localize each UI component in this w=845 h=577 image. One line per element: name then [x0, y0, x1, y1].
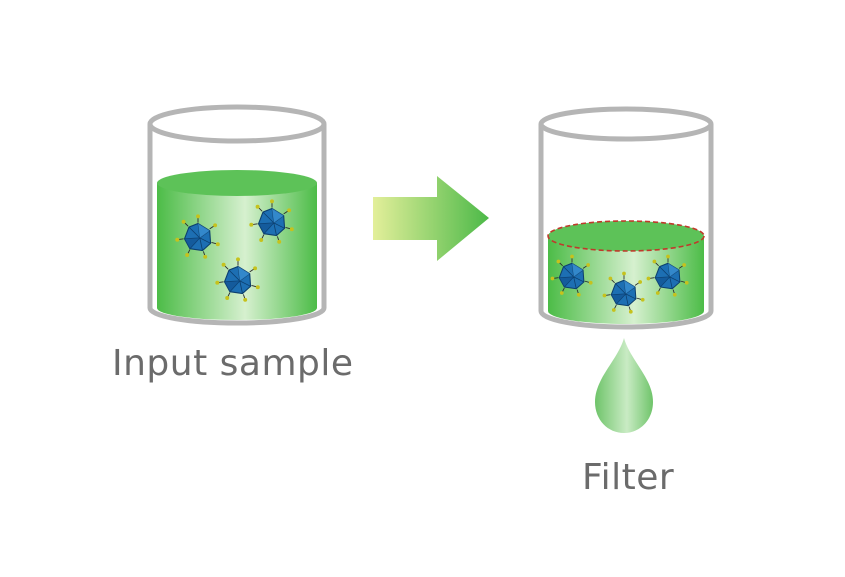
- liquid-drop-icon: [595, 338, 653, 433]
- input-beaker: [147, 104, 327, 326]
- filter-beaker: [538, 106, 714, 330]
- filter-label: Filter: [582, 457, 675, 498]
- input-sample-label: Input sample: [112, 343, 354, 384]
- right-arrow-icon: [373, 176, 489, 261]
- filter-membrane-line: [547, 220, 705, 252]
